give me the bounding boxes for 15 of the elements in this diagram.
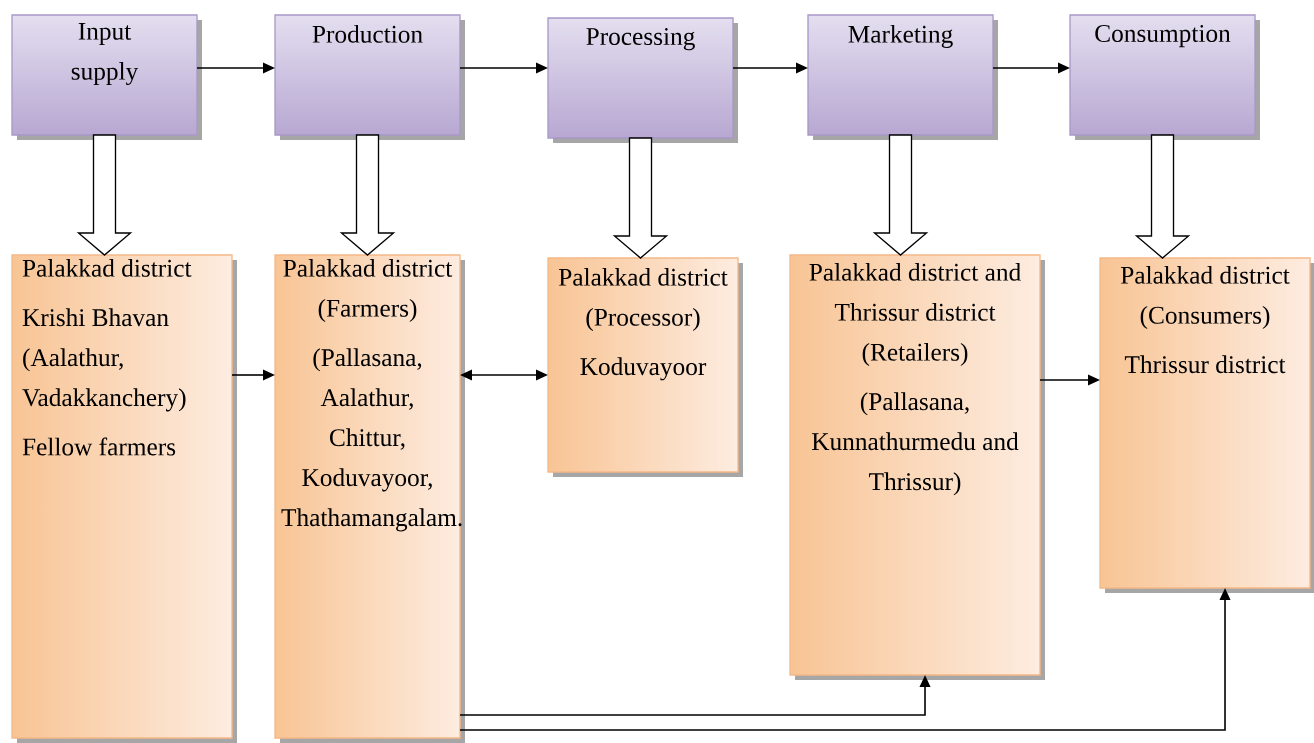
process-box: Marketing bbox=[807, 14, 998, 140]
location-box: Palakkad district (Processor) Koduvayoor bbox=[547, 257, 743, 477]
process-box: Production bbox=[274, 14, 465, 140]
block-arrow bbox=[872, 134, 929, 256]
block-arrow bbox=[76, 134, 133, 256]
location-box: Palakkad district and Thrissur district (Retailers) (Pallasana, Kunnathurmedu and Thrissur) bbox=[789, 254, 1045, 680]
block-arrow bbox=[339, 134, 396, 256]
location-box: Palakkad district (Farmers) (Pallasana, Aalathur, Chittur, Koduvayoor, Thathamangalam. bbox=[274, 254, 465, 743]
location-box: Palakkad district (Consumers) Thrissur district bbox=[1099, 257, 1314, 593]
block-arrow bbox=[1134, 134, 1191, 259]
process-box: Input supply bbox=[11, 14, 202, 140]
location-box: Palakkad district Krishi Bhavan (Aalathur, Vadakkanchery) Fellow farmers bbox=[11, 254, 237, 743]
block-arrow bbox=[612, 137, 669, 259]
process-box: Processing bbox=[547, 17, 738, 143]
process-box: Consumption bbox=[1069, 14, 1260, 140]
